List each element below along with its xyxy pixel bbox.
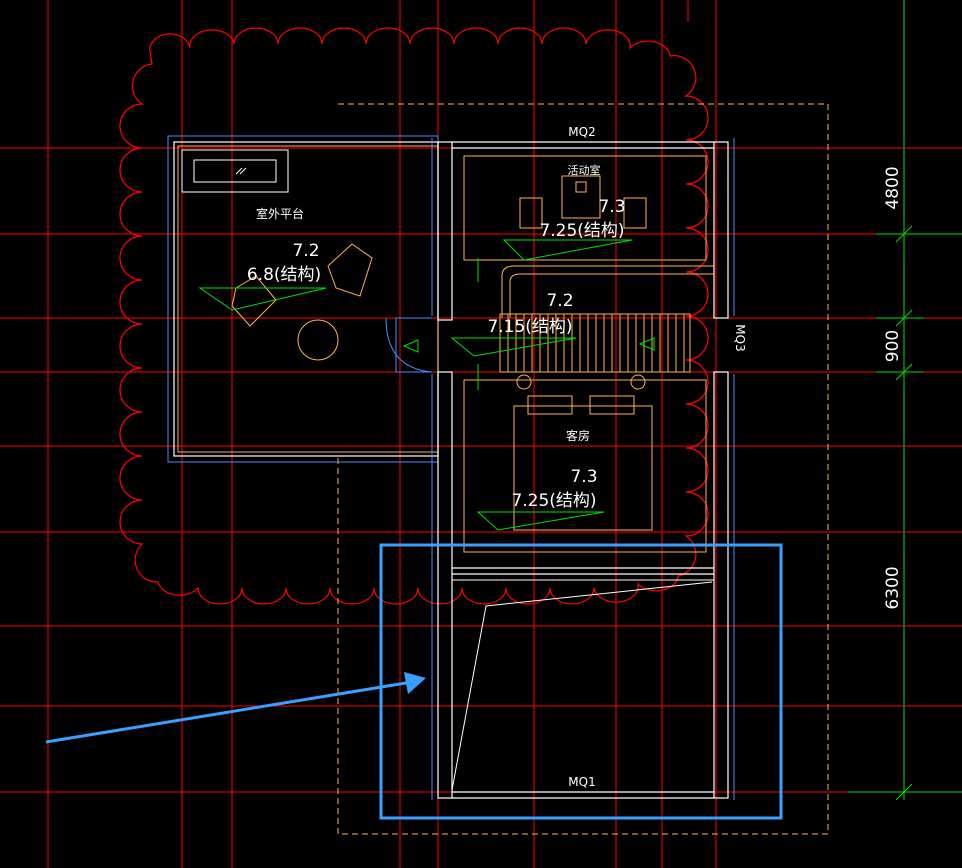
label-mq3: MQ3 — [733, 324, 747, 351]
platform-door — [385, 317, 433, 373]
dimension-line — [848, 0, 962, 801]
activity-room-furniture — [463, 155, 707, 261]
platform-furniture — [231, 243, 373, 361]
label-guest-room: 客房 — [566, 428, 590, 443]
label-mq1: MQ1 — [568, 775, 595, 789]
revision-cloud — [119, 27, 709, 605]
elevation-activity: 7.3 — [598, 197, 625, 217]
label-activity-room: 活动室 — [568, 163, 601, 177]
dimension-6300: 6300 — [883, 566, 903, 609]
outdoor-platform-walls — [167, 135, 439, 463]
dashed-boundary — [337, 103, 829, 835]
label-outdoor-platform: 室外平台 — [256, 206, 304, 221]
elevation-activity-structure: 7.25(结构) — [539, 221, 624, 241]
elevation-markers — [198, 239, 655, 531]
stair — [499, 265, 714, 373]
lower-room — [451, 579, 715, 793]
dimension-900: 900 — [883, 330, 903, 362]
guest-room-furniture — [463, 374, 707, 553]
dimension-4800: 4800 — [883, 166, 903, 209]
elevation-guest-structure: 7.25(结构) — [511, 491, 596, 511]
elevation-platform-structure: 6.8(结构) — [247, 265, 321, 285]
highlight-box — [379, 543, 783, 820]
label-mq2: MQ2 — [568, 125, 595, 139]
annotation-arrow — [45, 672, 426, 744]
elevation-guest: 7.3 — [570, 467, 597, 487]
elevation-stair: 7.2 — [546, 291, 573, 311]
elevation-platform: 7.2 — [292, 241, 319, 261]
wall-outline-blue — [431, 138, 735, 800]
elevation-stair-structure: 7.15(结构) — [487, 317, 572, 337]
